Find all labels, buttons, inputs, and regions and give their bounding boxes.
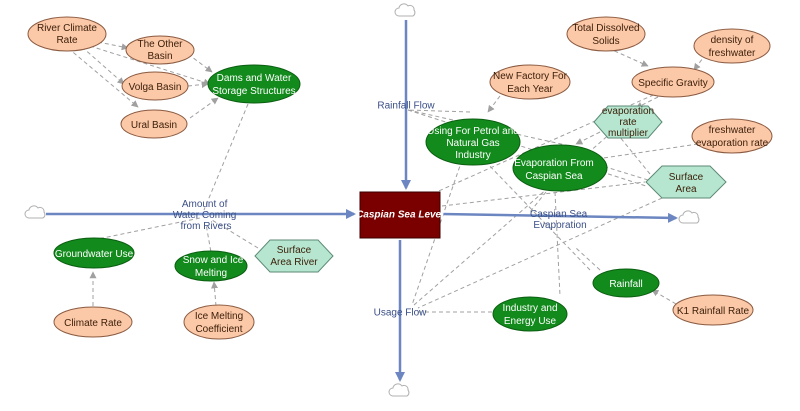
- cloud-icon: [394, 3, 416, 17]
- svg-text:Rainfall: Rainfall: [609, 279, 642, 290]
- link-rainfall-to-petrol: [483, 159, 591, 271]
- rainfall-node[interactable]: Rainfall: [592, 268, 660, 298]
- ural-basin-node[interactable]: Ural Basin: [120, 109, 188, 139]
- link-petrol-to-usage: [411, 159, 463, 306]
- caspian-sea-level-stock[interactable]: Caspian Sea Level: [356, 191, 444, 239]
- source-sink-clouds: [24, 3, 700, 397]
- cloud-icon: [24, 205, 46, 219]
- link-snow-to-amount: [205, 223, 213, 259]
- flow-labels: Rainfall Flow Amount of Water Coming fro…: [173, 101, 590, 319]
- svg-text:Specific Gravity: Specific Gravity: [638, 78, 707, 89]
- link-freshwater-rate-to-evaporation: [589, 143, 699, 163]
- amount-of-water-label[interactable]: Amount of Water Coming from Rivers: [173, 199, 239, 232]
- caspian-evaporation-pipe[interactable]: [441, 212, 678, 223]
- climate-rate-node[interactable]: Climate Rate: [53, 306, 133, 338]
- link-ice-coefficient-to-snow: [211, 281, 219, 307]
- k1-rainfall-rate-node[interactable]: K1 Rainfall Rate: [672, 294, 754, 326]
- volga-basin-node[interactable]: Volga Basin: [121, 71, 189, 101]
- groundwater-use-node[interactable]: Groundwater Use: [53, 237, 135, 269]
- svg-text:Groundwater Use: Groundwater Use: [55, 249, 134, 260]
- flow-pipes: [46, 20, 678, 382]
- link-rainfall-to-evap-flow: [575, 247, 601, 271]
- usage-flow-label[interactable]: Usage Flow: [374, 308, 428, 319]
- link-volga-to-dams: [187, 81, 209, 89]
- link-surface-area-river-to-amount: [211, 219, 259, 249]
- svg-text:Volga Basin: Volga Basin: [129, 82, 182, 93]
- link-evaporation-to-industry: [554, 191, 561, 297]
- stock-label: Caspian Sea Level: [356, 210, 444, 221]
- link-multiplier-to-evaporation: [575, 131, 601, 145]
- caspian-evaporation-label[interactable]: Caspian Sea Evaporation: [530, 209, 590, 231]
- rainfall-flow-label[interactable]: Rainfall Flow: [377, 101, 435, 112]
- cloud-icon: [678, 210, 700, 224]
- specific-gravity-node[interactable]: Specific Gravity: [631, 66, 715, 98]
- link-new-factory-to-petrol: [487, 95, 501, 113]
- svg-text:K1 Rainfall Rate: K1 Rainfall Rate: [677, 306, 750, 317]
- link-evaporation-to-evap-flow: [529, 191, 547, 213]
- link-river-climate-to-volga: [81, 46, 125, 85]
- link-level-to-surface-area: [441, 181, 646, 207]
- svg-text:Climate Rate: Climate Rate: [64, 318, 122, 329]
- link-k1-to-rainfall: [651, 289, 677, 305]
- svg-text:Ural Basin: Ural Basin: [131, 120, 177, 131]
- link-other-basin-to-dams: [187, 53, 213, 73]
- link-petrol-to-rainfall-flow: [407, 109, 471, 113]
- link-river-climate-to-ural: [67, 47, 139, 108]
- link-dams-to-amount: [203, 103, 249, 211]
- link-river-climate-to-other-basin: [97, 41, 129, 51]
- link-ural-to-dams: [189, 97, 219, 119]
- link-groundwater-to-amount: [92, 217, 201, 241]
- cloud-icon: [388, 383, 410, 397]
